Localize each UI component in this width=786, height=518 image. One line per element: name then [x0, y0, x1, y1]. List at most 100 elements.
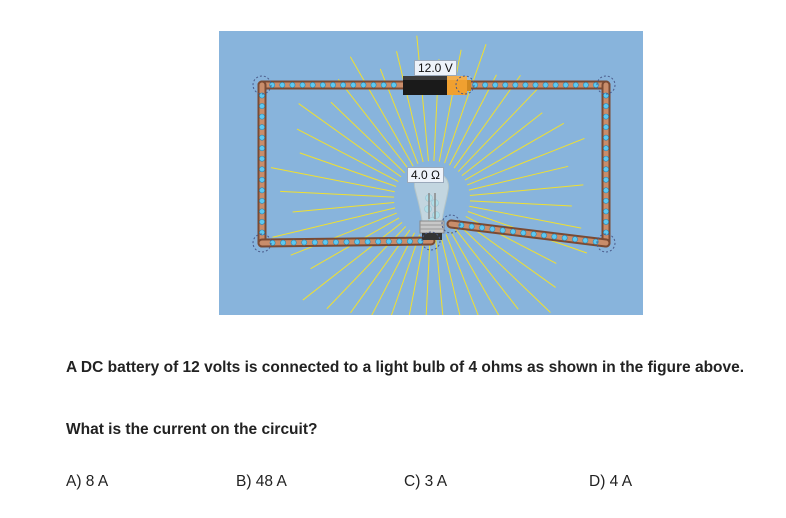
choice-a[interactable]: A) 8 A	[66, 473, 109, 490]
light-ray	[459, 224, 551, 313]
electron	[468, 223, 475, 230]
light-ray	[416, 35, 429, 162]
choice-b[interactable]: B) 48 A	[236, 473, 287, 490]
electron	[319, 82, 326, 88]
light-ray	[445, 234, 479, 315]
junction-top-left[interactable]	[252, 75, 272, 95]
light-ray	[469, 205, 582, 229]
electron	[354, 238, 360, 245]
light-ray	[272, 207, 396, 238]
light-ray	[469, 200, 572, 207]
question-ask: What is the current on the circuit?	[66, 421, 318, 438]
electron	[290, 239, 297, 246]
light-ray	[349, 56, 414, 167]
electron	[309, 82, 316, 88]
light-ray	[299, 152, 397, 187]
electron	[289, 82, 296, 88]
electron	[492, 82, 499, 88]
battery[interactable]	[403, 76, 471, 95]
electron	[259, 219, 265, 225]
light-bulb[interactable]	[414, 171, 449, 240]
light-ray	[290, 212, 397, 256]
light-ray	[464, 122, 565, 181]
light-ray	[435, 236, 444, 315]
electron	[603, 197, 609, 204]
electron	[380, 82, 387, 88]
electron	[259, 208, 265, 215]
electron	[280, 239, 287, 246]
light-ray	[461, 112, 543, 176]
electron	[603, 113, 609, 120]
electron	[390, 82, 397, 88]
electron	[603, 134, 609, 141]
junction-top-right[interactable]	[596, 75, 616, 95]
electron	[322, 239, 329, 246]
electron	[561, 235, 568, 241]
electron	[259, 145, 265, 152]
battery-voltage-label[interactable]: 12.0 V	[414, 60, 457, 76]
electron	[603, 219, 609, 225]
light-ray	[371, 232, 415, 315]
light-ray	[330, 101, 405, 174]
light-ray	[457, 80, 546, 172]
electron	[572, 82, 579, 88]
electron	[343, 239, 350, 245]
electron	[502, 82, 509, 88]
electron	[385, 238, 392, 245]
electron	[301, 239, 308, 246]
junction-battery-right[interactable]	[455, 75, 475, 95]
electron	[406, 238, 413, 245]
electron	[530, 231, 537, 238]
light-ray	[444, 43, 487, 164]
junction-bottom-left[interactable]	[252, 233, 272, 253]
electron	[603, 124, 609, 131]
electron	[542, 82, 549, 88]
junctions	[252, 75, 616, 253]
electron	[350, 82, 357, 88]
light-ray	[337, 78, 409, 170]
electron	[259, 113, 265, 120]
electron	[522, 82, 529, 88]
electron	[259, 124, 265, 131]
light-ray	[425, 236, 431, 315]
light-ray	[469, 184, 584, 196]
electron	[370, 82, 377, 88]
question-prompt: A DC battery of 12 volts is connected to…	[66, 359, 745, 376]
resistance-label[interactable]: 4.0 Ω	[407, 167, 444, 183]
electron	[582, 82, 589, 88]
electron	[375, 238, 382, 245]
light-ray	[391, 234, 420, 315]
circuit-diagram	[252, 35, 616, 315]
electron	[603, 166, 609, 173]
electron	[603, 208, 609, 215]
light-ray	[450, 231, 500, 315]
electron	[562, 82, 569, 88]
choice-c[interactable]: C) 3 A	[404, 473, 448, 490]
light-ray	[292, 202, 395, 213]
electron	[552, 82, 559, 88]
electron	[259, 155, 265, 162]
junction-bottom-right[interactable]	[596, 233, 616, 253]
electron	[603, 145, 609, 152]
electron	[603, 176, 609, 183]
junction-bulb-bottom[interactable]	[421, 231, 441, 251]
light-ray	[408, 236, 426, 315]
electron	[364, 238, 371, 245]
light-ray	[296, 128, 399, 182]
electron	[360, 82, 367, 88]
electron	[603, 103, 609, 109]
circuit-figure: 12.0 V 4.0 Ω	[219, 31, 643, 315]
electron	[259, 166, 265, 173]
electron	[532, 82, 539, 88]
electron	[582, 237, 589, 244]
electron	[479, 224, 485, 231]
light-ray	[438, 49, 462, 162]
light-ray	[396, 51, 424, 163]
electron	[259, 197, 265, 204]
electron	[472, 82, 478, 88]
light-ray	[270, 167, 395, 193]
choice-d[interactable]: D) 4 A	[589, 473, 633, 490]
light-ray	[453, 75, 521, 169]
junction-bulb-side[interactable]	[441, 214, 461, 234]
electron	[499, 227, 506, 234]
